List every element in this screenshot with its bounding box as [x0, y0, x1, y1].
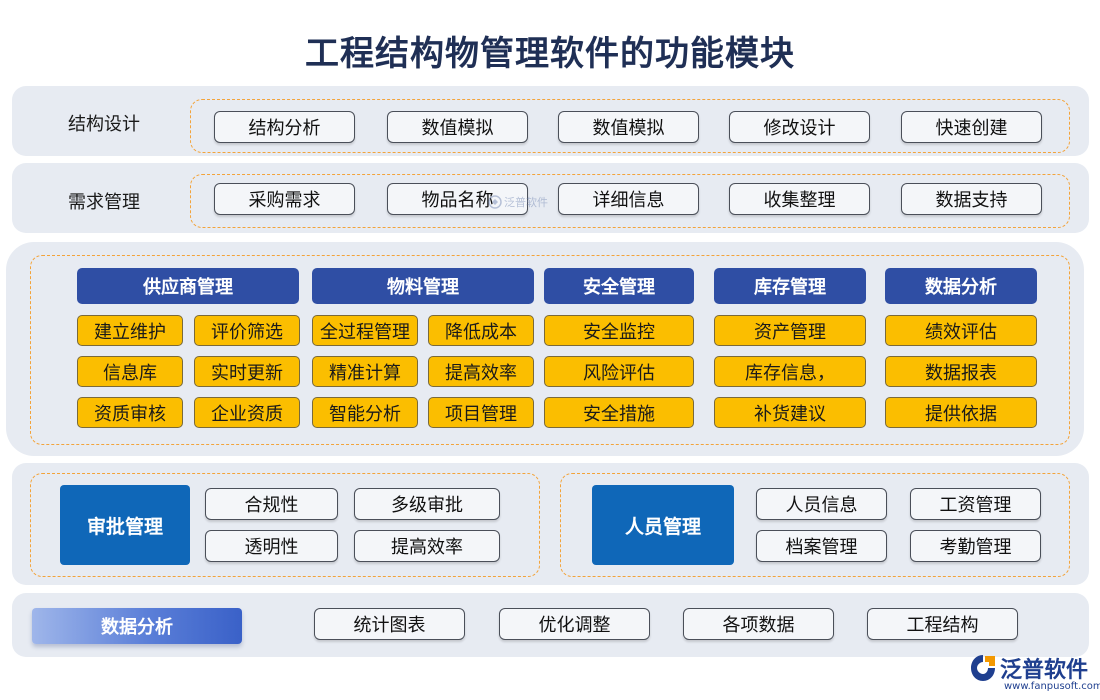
supplier-item: 实时更新: [194, 356, 300, 387]
structure-design-label: 结构设计: [68, 114, 140, 135]
structure-design-item: 修改设计: [729, 111, 870, 143]
material-item: 智能分析: [312, 397, 418, 428]
structure-design-item: 数值模拟: [387, 111, 528, 143]
data-row-item: 各项数据: [683, 608, 834, 640]
personnel-item: 人员信息: [756, 488, 887, 520]
personnel-group: [560, 473, 1070, 577]
supplier-item: 建立维护: [77, 315, 183, 346]
safety-item: 风险评估: [544, 356, 694, 387]
supplier-item: 信息库: [77, 356, 183, 387]
demand-management-item: 数据支持: [901, 183, 1042, 215]
analysis-item: 绩效评估: [885, 315, 1037, 346]
supplier-item: 资质审核: [77, 397, 183, 428]
approval-group: [30, 473, 540, 577]
data-row-item: 工程结构: [867, 608, 1018, 640]
data-row-item: 统计图表: [314, 608, 465, 640]
material-item: 项目管理: [428, 397, 534, 428]
approval-item: 多级审批: [354, 488, 500, 520]
supplier-management-header: 供应商管理: [77, 268, 299, 304]
approval-personnel-panel: [12, 463, 1089, 585]
inventory-item: 资产管理: [714, 315, 866, 346]
approval-item: 合规性: [205, 488, 338, 520]
logo-name: 泛普软件: [1000, 658, 1089, 683]
structure-design-group: [190, 99, 1070, 153]
supplier-item: 企业资质: [194, 397, 300, 428]
approval-item: 提高效率: [354, 530, 500, 562]
safety-item: 安全监控: [544, 315, 694, 346]
material-item: 降低成本: [428, 315, 534, 346]
fanpu-logo-icon: [971, 655, 995, 681]
demand-management-item: 物品名称: [387, 183, 528, 215]
watermark-logo-icon: [488, 195, 502, 209]
safety-management-header: 安全管理: [544, 268, 694, 304]
fanpu-logo: 泛普软件 www.fanpusoft.com: [968, 651, 1100, 695]
data-analysis-label: 数据分析: [32, 608, 242, 644]
watermark-text: 泛普软件: [504, 196, 548, 209]
supplier-item: 评价筛选: [194, 315, 300, 346]
demand-management-item: 详细信息: [558, 183, 699, 215]
structure-design-item: 数值模拟: [558, 111, 699, 143]
material-management-header: 物料管理: [312, 268, 534, 304]
modules-group: [30, 255, 1070, 445]
analysis-item: 提供依据: [885, 397, 1037, 428]
data-row-item: 优化调整: [499, 608, 650, 640]
material-item: 提高效率: [428, 356, 534, 387]
structure-design-item: 结构分析: [214, 111, 355, 143]
material-item: 全过程管理: [312, 315, 418, 346]
analysis-item: 数据报表: [885, 356, 1037, 387]
page-title: 工程结构物管理软件的功能模块: [305, 34, 795, 74]
demand-management-group: [190, 174, 1070, 228]
inventory-item: 库存信息，: [714, 356, 866, 387]
inventory-management-header: 库存管理: [714, 268, 866, 304]
watermark: 泛普软件: [488, 190, 554, 214]
approval-management-box: 审批管理: [60, 485, 190, 565]
safety-item: 安全措施: [544, 397, 694, 428]
material-item: 精准计算: [312, 356, 418, 387]
structure-design-item: 快速创建: [901, 111, 1042, 143]
approval-item: 透明性: [205, 530, 338, 562]
data-analysis-header: 数据分析: [885, 268, 1037, 304]
personnel-item: 工资管理: [910, 488, 1041, 520]
personnel-item: 考勤管理: [910, 530, 1041, 562]
demand-management-item: 采购需求: [214, 183, 355, 215]
demand-management-label: 需求管理: [68, 192, 140, 213]
inventory-item: 补货建议: [714, 397, 866, 428]
logo-url: www.fanpusoft.com: [1004, 681, 1100, 692]
demand-management-item: 收集整理: [729, 183, 870, 215]
personnel-management-box: 人员管理: [592, 485, 734, 565]
personnel-item: 档案管理: [756, 530, 887, 562]
